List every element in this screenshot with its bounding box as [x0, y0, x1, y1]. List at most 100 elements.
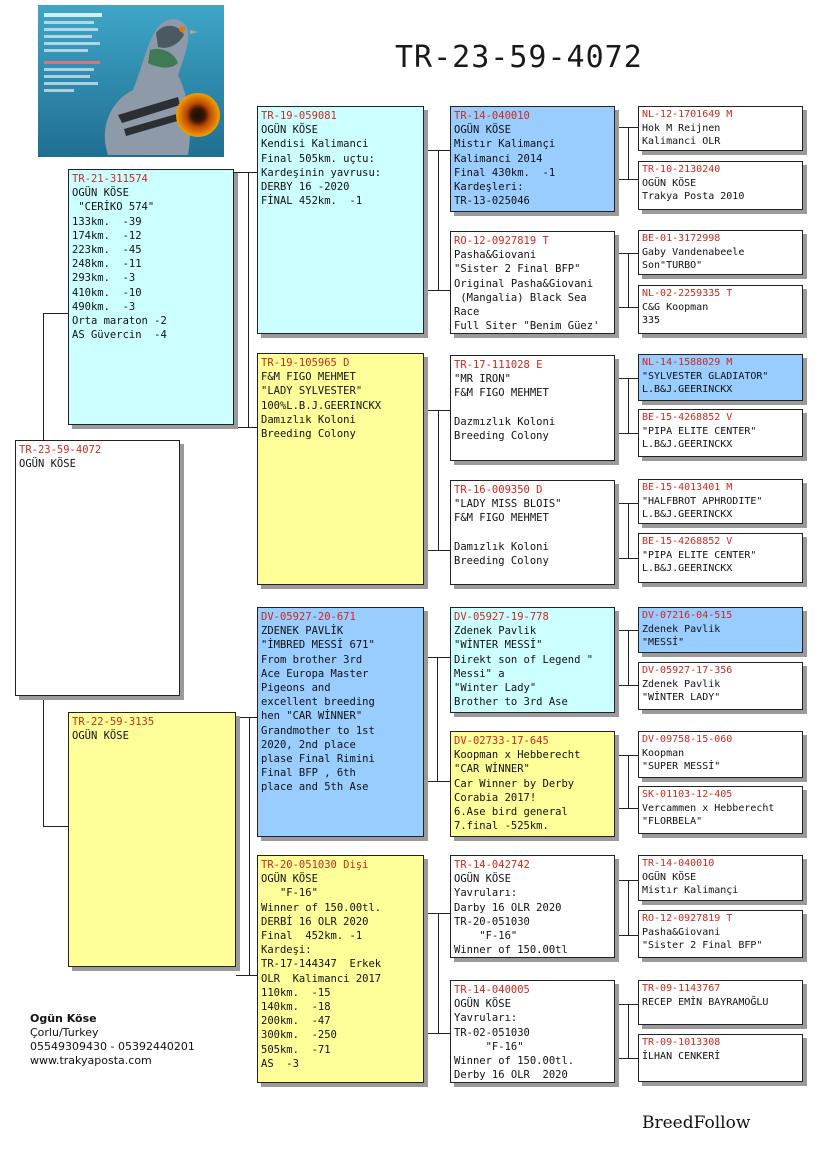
card-line: C&G Koopman [642, 301, 709, 313]
card-line: Corabia 2017! [454, 791, 537, 804]
card-line: Final 430km. -1 [454, 166, 556, 179]
card-line: Full Siter "Benim Güez' [454, 320, 600, 333]
card-line: "F-16" [261, 887, 318, 900]
pedigree-card-sdd[interactable]: TR-16-009350 D"LADY MISS BLOIS"F&M FIGO … [450, 480, 615, 585]
card-line: DERBY 16 -2020 [261, 181, 350, 194]
ring-number: NL-12-1701649 M [642, 109, 733, 120]
pedigree-card-g8[interactable]: BE-15-4268852 V"PIPA ELITE CENTER"L.B&J.… [638, 533, 803, 583]
card-line: AS -3 [261, 1057, 299, 1070]
owner-info: Ogün Köse Çorlu/Turkey 05549309430 - 053… [30, 1012, 195, 1068]
ring-number: TR-23-59-4072 [19, 444, 102, 456]
card-line: OGÜN KÖSE [19, 458, 76, 471]
card-line: İLHAN CENKERİ [642, 1050, 721, 1062]
card-line: "Sister 2 Final BFP" [454, 263, 581, 276]
card-line: "İMBRED MESSİ 671" [261, 639, 375, 652]
brand-logo-text: BreedFollow [642, 1113, 751, 1133]
owner-website[interactable]: www.trakyaposta.com [30, 1054, 152, 1067]
card-line: Zdenek Pavlik [642, 623, 721, 635]
card-line: 133km. -39 [72, 215, 142, 228]
card-line: Messi" a [454, 667, 505, 680]
card-line: 293km. -3 [72, 272, 136, 285]
card-line: Darby 16 OLR 2020 [454, 901, 562, 914]
card-line: 300km. -250 [261, 1029, 337, 1042]
card-line: L.B&J.GEERINCKX [642, 384, 733, 395]
ring-number: TR-09-1143767 [642, 983, 721, 994]
card-line: TR-02-051030 [454, 1026, 530, 1039]
owner-city: Çorlu/Turkey [30, 1026, 99, 1039]
card-line: 223km. -45 [72, 244, 142, 257]
card-line: Orta maraton -2 [72, 315, 167, 328]
card-line: 140km. -18 [261, 1001, 331, 1014]
card-line: 248km. -11 [72, 258, 142, 271]
card-line: 2020, 2nd place [261, 738, 356, 751]
card-line: Final 505km. uçtu: [261, 152, 375, 165]
card-line: Trakya Posta 2010 [642, 191, 745, 202]
pedigree-card-g5[interactable]: NL-14-1588029 M"SYLVESTER GLADIATOR"L.B&… [638, 354, 803, 401]
card-line: Original Pasha&Giovani [454, 277, 594, 290]
card-line: Final BFP , 6th [261, 767, 356, 780]
card-line: L.B&J.GEERINCKX [642, 439, 733, 450]
card-line: plase Final Rimini [261, 753, 375, 766]
pedigree-card-g6[interactable]: BE-15-4268852 V"PIPA ELITE CENTER"L.B&J.… [638, 409, 803, 457]
card-line: 174km. -12 [72, 229, 142, 242]
pedigree-card-g7[interactable]: BE-15-4013401 M"HALFBROT APHRODITE"L.B&J… [638, 479, 803, 524]
ring-number: TR-20-051030 Dişi [261, 859, 369, 871]
ring-number: NL-14-1588029 M [642, 357, 733, 368]
card-line: Race [454, 306, 480, 319]
card-line: OGÜN KÖSE [72, 730, 129, 743]
ring-number: SK-01103-12-405 [642, 789, 733, 800]
card-line: RECEP EMİN BAYRAMOĞLU [642, 996, 769, 1008]
ring-number: DV-05927-20-671 [261, 611, 356, 623]
card-line: hen "CAR WİNNER" [261, 710, 363, 723]
card-line: Direkt son of Legend " [454, 653, 594, 666]
ring-number: TR-14-042742 [454, 859, 530, 871]
ring-number: BE-01-3172998 [642, 233, 721, 244]
card-line: "Winter Lady" [454, 682, 537, 695]
card-line: Pigeons and [261, 682, 331, 695]
card-line: OGÜN KÖSE [454, 998, 511, 1011]
ring-number: DV-09758-15-060 [642, 734, 733, 745]
card-line: Ace Europa Master [261, 667, 369, 680]
card-line: Gaby Vandenabeele [642, 246, 745, 258]
card-line: Zdenek Pavlik [454, 625, 537, 638]
card-line: Car Winner by Derby [454, 777, 575, 790]
card-line: excellent breeding [261, 696, 375, 709]
card-line: 110km. -15 [261, 986, 331, 999]
card-line: 410km. -10 [72, 286, 142, 299]
card-line: Kardeşleri: [454, 181, 524, 194]
card-line: Winner of 150.00tl. [261, 901, 382, 914]
ring-number: BE-15-4013401 M [642, 482, 733, 493]
pigeon-photo [38, 5, 224, 157]
card-line: TR-20-051030 [454, 915, 530, 928]
card-line: L.B&J.GEERINCKX [642, 563, 733, 574]
owner-phones: 05549309430 - 05392440201 [30, 1040, 195, 1053]
ring-number: TR-17-111028 E [454, 359, 543, 371]
pedigree-card-sds[interactable]: TR-17-111028 E"MR IRON"F&M FIGO MEHMET​D… [450, 355, 615, 461]
card-line: Hok M Reijnen [642, 122, 721, 134]
